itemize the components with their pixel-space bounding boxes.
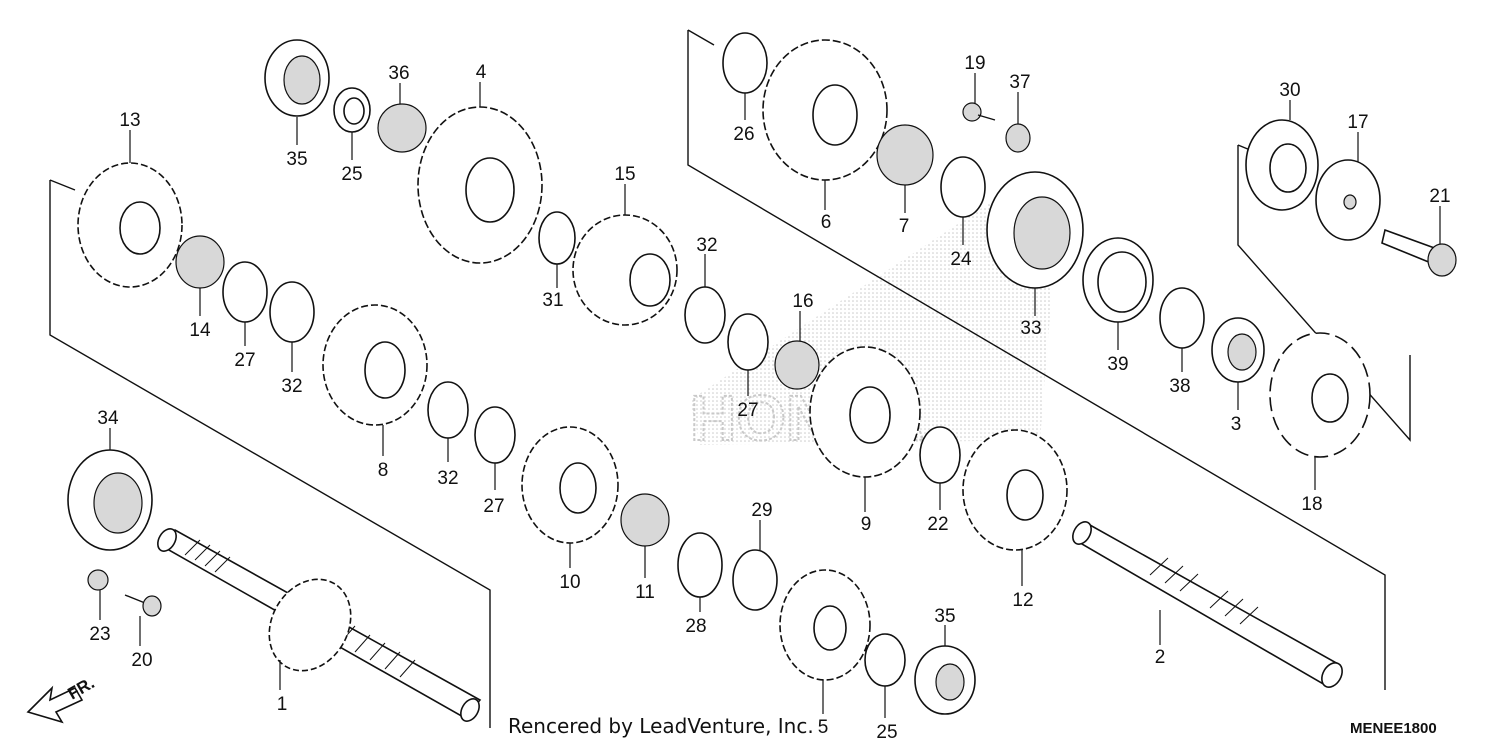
- washer-28: [677, 532, 723, 598]
- label-part-8: 8: [378, 460, 389, 481]
- label-part-15: 15: [614, 164, 635, 185]
- label-part-25-bottom: 25: [876, 722, 897, 743]
- label-part-24: 24: [950, 249, 972, 270]
- leader-lines: [99, 73, 1441, 718]
- bushing-7: [876, 124, 934, 186]
- washer-27b: [727, 313, 769, 371]
- diagram-code: MENEE1800: [1350, 720, 1437, 737]
- label-part-4: 4: [476, 62, 487, 83]
- label-part-29: 29: [751, 500, 772, 521]
- credit-text: Rencered by LeadVenture, Inc.: [508, 714, 814, 738]
- part-labels: 1 2 3 4 5 6 7 8 9 10 11 12 13 14 15 16 1…: [89, 53, 1450, 743]
- washer-25-bottom: [864, 633, 906, 687]
- seal-39: [1082, 237, 1154, 323]
- gear-13: [77, 162, 183, 288]
- washer-29: [732, 549, 778, 611]
- bearing-35-top: [264, 39, 330, 117]
- label-part-21: 21: [1429, 186, 1450, 207]
- label-part-31: 31: [542, 290, 563, 311]
- label-part-22: 22: [927, 514, 948, 535]
- clip-32c: [427, 381, 469, 439]
- gear-4: [417, 106, 543, 264]
- label-part-12: 12: [1012, 590, 1033, 611]
- countershaft: [1072, 521, 1343, 688]
- label-part-13: 13: [119, 110, 140, 131]
- gear-12: [962, 429, 1068, 551]
- plate-30: [1245, 119, 1319, 211]
- bearing-36: [377, 103, 427, 153]
- label-part-37: 37: [1009, 72, 1030, 93]
- bolt-21: [1381, 228, 1457, 277]
- label-part-27c: 27: [483, 496, 504, 517]
- washer-27c: [474, 406, 516, 464]
- bearing-33: [986, 171, 1084, 289]
- plate-17: [1315, 159, 1381, 241]
- washer-27a: [222, 261, 268, 323]
- label-part-33: 33: [1020, 318, 1041, 339]
- bearing-35-bottom: [914, 645, 976, 715]
- label-part-7: 7: [899, 216, 910, 237]
- label-part-34: 34: [97, 408, 119, 429]
- label-part-30: 30: [1279, 80, 1300, 101]
- bolt-20: [124, 594, 162, 617]
- label-part-11: 11: [635, 582, 655, 603]
- front-direction-arrow: FR.: [26, 673, 98, 724]
- label-part-32a: 32: [281, 376, 302, 397]
- label-part-36: 36: [388, 63, 409, 84]
- gear-6: [762, 39, 888, 181]
- mainshaft: [157, 528, 482, 722]
- label-part-19: 19: [964, 53, 985, 74]
- label-part-10: 10: [559, 572, 580, 593]
- label-part-9: 9: [861, 514, 872, 535]
- bolt-19: [962, 102, 996, 122]
- washer-26: [722, 32, 768, 94]
- label-part-2: 2: [1155, 647, 1166, 668]
- label-part-32c: 32: [437, 468, 458, 489]
- label-part-23: 23: [89, 624, 110, 645]
- label-part-28: 28: [685, 616, 706, 637]
- bushing-14: [175, 235, 225, 289]
- label-part-26: 26: [733, 124, 754, 145]
- label-part-35-top: 35: [286, 149, 307, 170]
- label-part-16: 16: [792, 291, 813, 312]
- label-part-17: 17: [1347, 112, 1368, 133]
- washer-25-top: [333, 87, 371, 133]
- collar-3: [1211, 317, 1265, 383]
- label-part-25-top: 25: [341, 164, 362, 185]
- label-part-35-bottom: 35: [934, 606, 955, 627]
- label-part-20: 20: [131, 650, 152, 671]
- gear-5: [779, 569, 871, 681]
- label-part-5: 5: [818, 717, 829, 738]
- label-part-27a: 27: [234, 350, 255, 371]
- label-part-1: 1: [277, 694, 288, 715]
- washer-22: [919, 426, 961, 484]
- washer-31: [538, 211, 576, 265]
- clip-32b: [684, 286, 726, 344]
- gear-8: [322, 304, 428, 426]
- gear-15: [572, 214, 678, 326]
- label-part-38: 38: [1169, 376, 1190, 397]
- label-part-14: 14: [189, 320, 211, 341]
- label-part-18: 18: [1301, 494, 1322, 515]
- label-part-39: 39: [1107, 354, 1128, 375]
- label-part-6: 6: [821, 212, 832, 233]
- gear-10: [521, 426, 619, 544]
- ring-38: [1159, 287, 1205, 349]
- bolt-23: [87, 569, 109, 591]
- bearing-34: [67, 449, 153, 551]
- label-part-27b: 27: [737, 400, 758, 421]
- bushing-11: [620, 493, 670, 547]
- clip-32a: [269, 281, 315, 343]
- label-part-3: 3: [1231, 414, 1242, 435]
- washer-24: [940, 156, 986, 218]
- gear-9: [809, 346, 921, 478]
- plate-37: [1005, 123, 1031, 153]
- bushing-16: [774, 340, 820, 390]
- sprocket-18: [1269, 332, 1371, 458]
- label-part-32b: 32: [696, 235, 717, 256]
